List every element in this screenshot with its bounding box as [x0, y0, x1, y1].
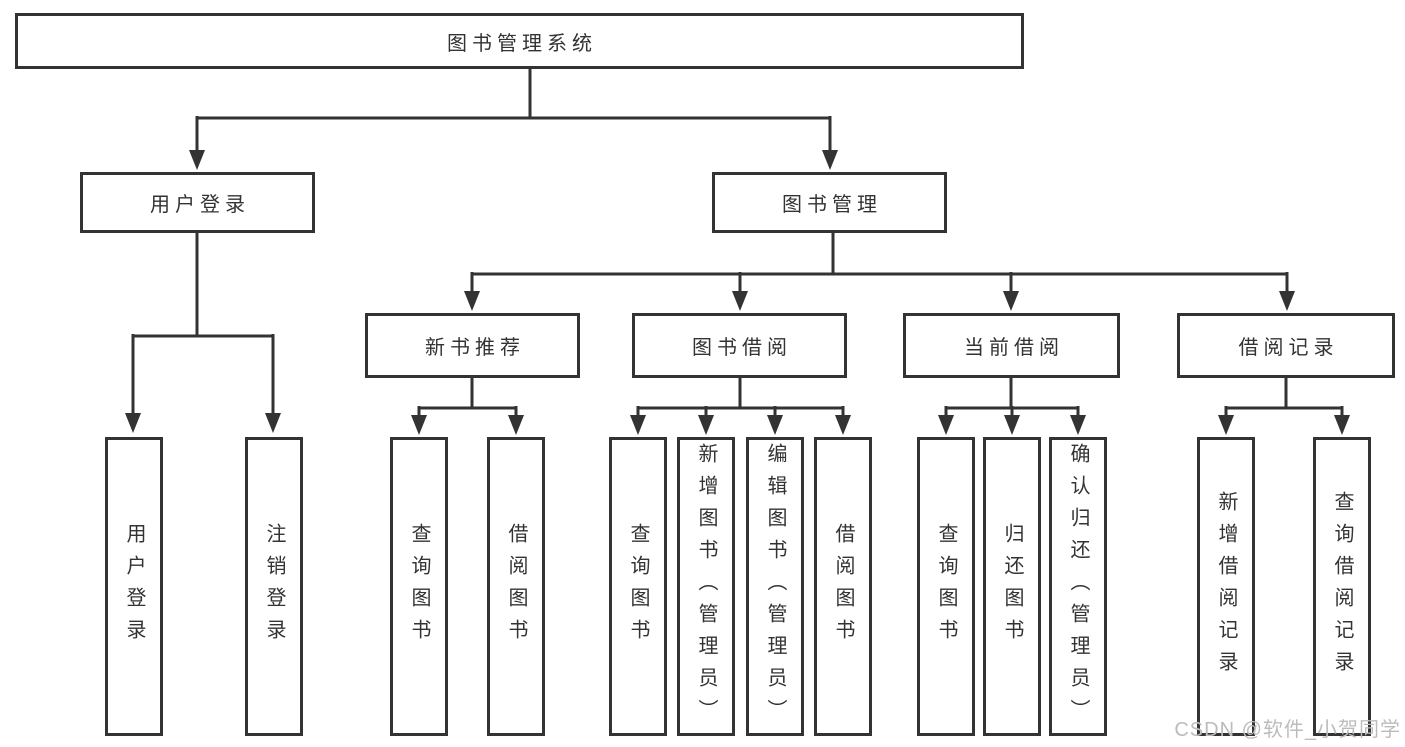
- node-user-login: 用户登录: [105, 437, 163, 736]
- node-add-book-admin: 新增图书（管理员）: [677, 437, 735, 736]
- node-label: 借阅图书: [832, 522, 854, 651]
- arrowhead-icon: [1334, 415, 1350, 435]
- node-label: 查询借阅记录: [1331, 490, 1353, 683]
- node-borrow-book: 借阅图书: [814, 437, 872, 736]
- arrowhead-icon: [698, 415, 714, 435]
- node-label: 查询图书: [935, 522, 957, 651]
- arrowhead-icon: [938, 415, 954, 435]
- node-edit-book-admin: 编辑图书（管理员）: [746, 437, 804, 736]
- csdn-watermark: CSDN @软件_小贺同学: [1174, 719, 1401, 741]
- connector-book-mgmt-to-level3: [464, 231, 1295, 311]
- arrowhead-icon: [822, 150, 838, 170]
- node-borrow-book-recommend: 借阅图书: [487, 437, 545, 736]
- node-root-system: 图书管理系统: [15, 13, 1024, 69]
- connector-line: [944, 376, 1080, 417]
- node-label: 编辑图书（管理员）: [764, 442, 786, 731]
- connector-line: [636, 376, 845, 417]
- node-label: 用户登录: [123, 522, 145, 651]
- node-confirm-return-admin: 确认归还（管理员）: [1049, 437, 1107, 736]
- connector-root-to-level2: [189, 66, 838, 170]
- node-book-borrow: 图书借阅: [632, 313, 847, 378]
- arrowhead-icon: [125, 413, 141, 433]
- node-label: 归还图书: [1001, 522, 1023, 651]
- connector-line: [195, 66, 832, 151]
- node-current-borrow: 当前借阅: [903, 313, 1120, 378]
- node-label: 查询图书: [627, 522, 649, 651]
- connector-borrow-record-to-leaves: [1218, 376, 1350, 435]
- node-add-borrow-record: 新增借阅记录: [1197, 437, 1255, 736]
- node-label: 注销登录: [263, 522, 285, 651]
- connector-current-borrow-to-leaves: [938, 376, 1086, 435]
- node-query-book-borrow: 查询图书: [609, 437, 667, 736]
- arrowhead-icon: [732, 291, 748, 311]
- connector-user-login-to-leaves: [125, 231, 281, 433]
- arrowhead-icon: [1070, 415, 1086, 435]
- connector-line: [1224, 376, 1344, 417]
- connector-line: [131, 231, 275, 414]
- arrowhead-icon: [189, 150, 205, 170]
- arrowhead-icon: [1218, 415, 1234, 435]
- node-query-book-recommend: 查询图书: [390, 437, 448, 736]
- node-label: 查询图书: [408, 522, 430, 651]
- node-query-book-current: 查询图书: [917, 437, 975, 736]
- node-query-borrow-record: 查询借阅记录: [1313, 437, 1371, 736]
- arrowhead-icon: [265, 413, 281, 433]
- node-new-book-recommend: 新书推荐: [365, 313, 580, 378]
- arrowhead-icon: [630, 415, 646, 435]
- arrowhead-icon: [1004, 415, 1020, 435]
- node-label: 新增图书（管理员）: [695, 442, 717, 731]
- node-logout: 注销登录: [245, 437, 303, 736]
- arrowhead-icon: [1003, 291, 1019, 311]
- node-book-management-group: 图书管理: [712, 172, 947, 233]
- node-user-login-group: 用户登录: [80, 172, 315, 233]
- arrowhead-icon: [508, 415, 524, 435]
- node-label: 新增借阅记录: [1215, 490, 1237, 683]
- connector-line: [470, 231, 1289, 293]
- node-return-book: 归还图书: [983, 437, 1041, 736]
- connector-book-borrow-to-leaves: [630, 376, 851, 435]
- node-borrow-records: 借阅记录: [1177, 313, 1395, 378]
- node-label: 确认归还（管理员）: [1067, 442, 1089, 731]
- arrowhead-icon: [411, 415, 427, 435]
- connector-line: [417, 376, 518, 417]
- node-label: 借阅图书: [505, 522, 527, 651]
- connector-new-book-to-leaves: [411, 376, 524, 435]
- arrowhead-icon: [464, 291, 480, 311]
- arrowhead-icon: [835, 415, 851, 435]
- arrowhead-icon: [1279, 291, 1295, 311]
- arrowhead-icon: [767, 415, 783, 435]
